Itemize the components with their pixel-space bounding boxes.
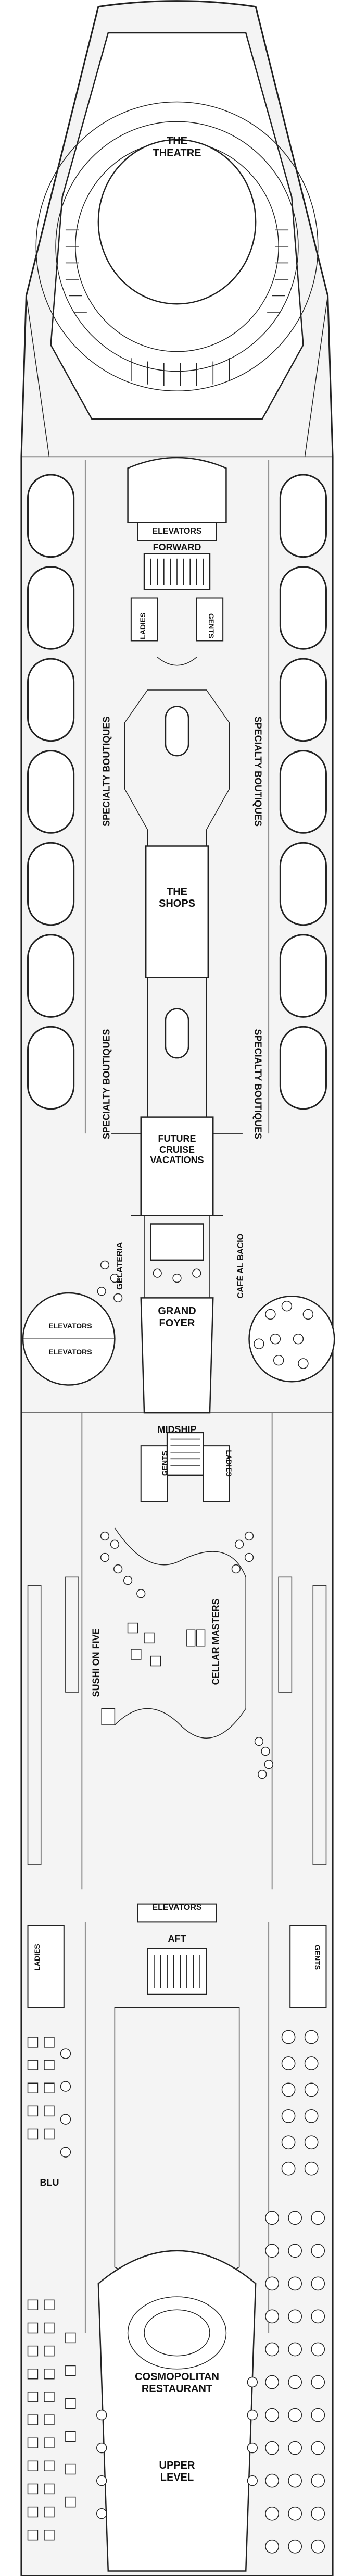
blu-label: BLU — [40, 2177, 59, 2188]
lifeboats-left — [28, 475, 74, 1109]
aft-stairs — [147, 1949, 206, 1994]
elevators-left-top-label: ELEVATORS — [48, 1322, 92, 1330]
midship-atrium — [115, 1528, 246, 1739]
cellar-seating — [187, 1532, 273, 1779]
cafe-seating — [249, 1296, 335, 1382]
hull-outline — [21, 1, 333, 2576]
future-cruise-vacations-label: FUTURE CRUISE VACATIONS — [150, 1133, 204, 1166]
gents-forward-room — [197, 598, 223, 640]
ladies-aft-room — [28, 1926, 64, 2008]
ladies-midship-room — [203, 1446, 229, 1501]
sushi-seating — [101, 1532, 161, 1725]
cosmopolitan-tables-center — [97, 2377, 258, 2519]
fcv-desk — [151, 1224, 204, 1260]
bow-bulkhead-right — [305, 295, 328, 457]
specialty-boutiques-left-2: SPECIALTY BOUTIQUES — [101, 1029, 112, 1140]
midship-side-windows — [28, 1577, 326, 1865]
gents-forward-label: GENTS — [207, 613, 216, 639]
elevators-aft-label: ELEVATORS — [152, 1903, 202, 1912]
upper-level-label: UPPER LEVEL — [159, 2460, 195, 2483]
theatre-label: THE THEATRE — [153, 135, 201, 159]
gents-midship-room — [141, 1446, 167, 1501]
the-shops[interactable] — [146, 846, 208, 977]
grand-foyer-label: GRAND FOYER — [158, 1305, 196, 1329]
elevators-left-lobby[interactable] — [23, 1293, 115, 1385]
aft-label: AFT — [168, 1933, 186, 1944]
gents-aft-room — [290, 1926, 326, 2008]
forward-stair-tower — [128, 458, 226, 665]
elevators-aft-box[interactable] — [137, 1904, 216, 1922]
elevators-forward-label: ELEVATORS — [152, 527, 202, 536]
sushi-on-five-label: SUSHI ON FIVE — [91, 1628, 102, 1697]
cosmopolitan-tables-left — [28, 2300, 75, 2540]
theatre-seating-outer — [36, 102, 318, 391]
cellar-masters-label: CELLAR MASTERS — [210, 1598, 221, 1685]
midship-label: MIDSHIP — [157, 1424, 197, 1435]
theatre-seat-rows — [66, 230, 288, 386]
ladies-forward-label: LADIES — [138, 612, 147, 639]
theatre-stage — [98, 140, 256, 304]
lifeboats-right — [280, 475, 326, 1109]
the-shops-label: THE SHOPS — [158, 886, 196, 909]
ladies-midship-label: LADIES — [225, 1450, 234, 1477]
foyer-seating — [97, 1261, 200, 1302]
future-cruise-vacations[interactable] — [141, 1117, 213, 1216]
cosmopolitan-restaurant-label: COSMOPOLITAN RESTAURANT — [135, 2371, 219, 2395]
gents-aft-label: GENTS — [313, 1944, 322, 1970]
bow-bulkhead-left — [26, 295, 49, 457]
cosmopolitan-restaurant[interactable] — [98, 2251, 256, 2571]
elevators-left-bottom-label: ELEVATORS — [48, 1348, 92, 1356]
ladies-forward-room — [131, 598, 157, 640]
elevators-forward-box — [137, 522, 216, 540]
cafe-al-bacio-label: CAFÉ AL BACIO — [236, 1233, 245, 1299]
gelateria-label: GELATERIA — [115, 1242, 124, 1290]
specialty-boutiques-right-1: SPECIALTY BOUTIQUES — [252, 716, 263, 827]
specialty-boutiques-left-1: SPECIALTY BOUTIQUES — [101, 716, 112, 827]
gents-midship-label: GENTS — [160, 1450, 169, 1476]
cosmopolitan-tables-right — [266, 2030, 324, 2553]
theatre-seating-mid — [56, 121, 298, 371]
ladies-aft-label: LADIES — [32, 1944, 41, 1971]
specialty-boutiques-right-2: SPECIALTY BOUTIQUES — [252, 1029, 263, 1140]
blu-tables — [28, 2037, 71, 2157]
forward-label: FORWARD — [153, 542, 201, 552]
theatre[interactable] — [36, 33, 318, 419]
